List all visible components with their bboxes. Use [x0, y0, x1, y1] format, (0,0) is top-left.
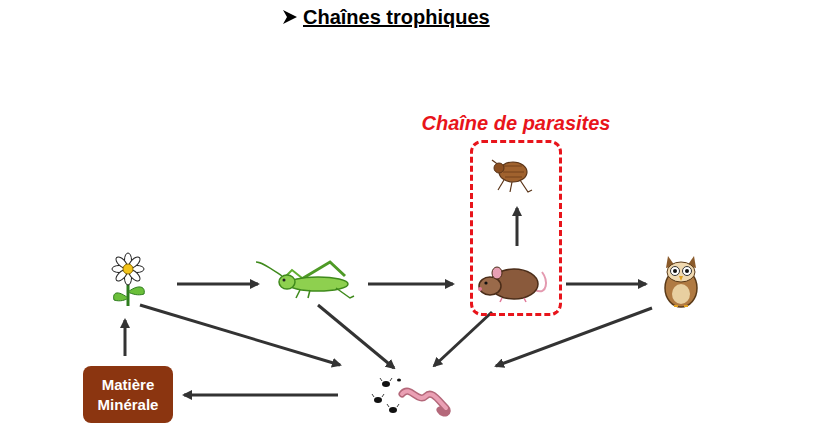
owl-picture — [665, 256, 697, 307]
parasite-chain-heading: Chaîne de parasites — [422, 112, 611, 135]
mineral-matter-label: Matière Minérale — [89, 375, 167, 414]
flower-picture — [112, 253, 144, 306]
diagram-title: Chaînes trophiques — [303, 6, 490, 29]
mineral-matter-box: Matière Minérale — [83, 366, 173, 423]
title-bullet — [283, 10, 297, 24]
trophic-arrows — [125, 208, 652, 395]
decomposers-picture — [372, 378, 447, 413]
parasite-chain-box: Chaîne de parasites — [470, 140, 562, 316]
mouse-picture — [478, 267, 546, 302]
flea-picture — [492, 160, 532, 192]
grasshopper-picture — [256, 262, 354, 298]
